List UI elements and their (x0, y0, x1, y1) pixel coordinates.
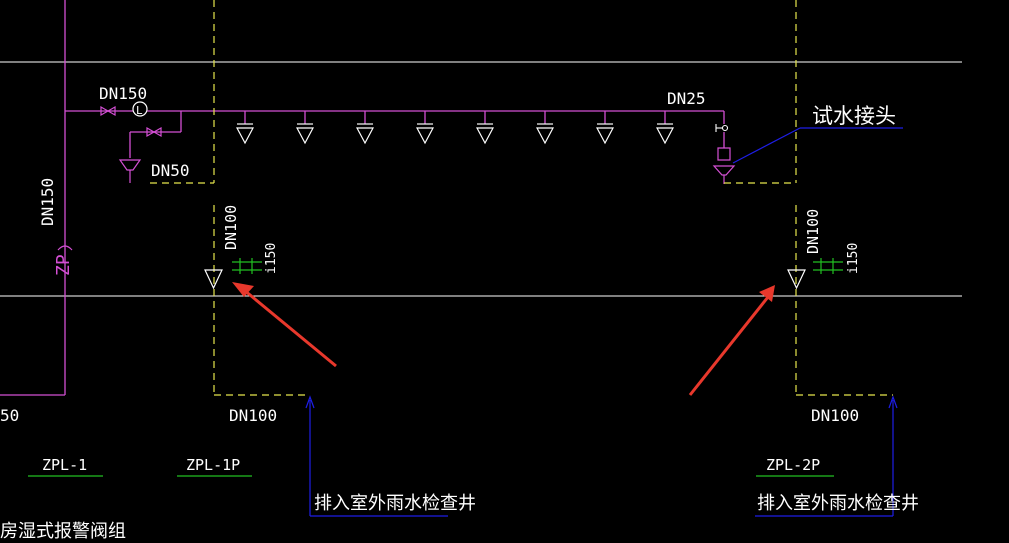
slope-right-label: i150 (846, 242, 861, 274)
drain-left-label: 排入室外雨水检查井 (314, 493, 476, 514)
test-connector-label: 试水接头 (812, 104, 896, 128)
dn100-vertical-left-label: DN100 (222, 204, 240, 250)
sprinkler-head-icon (536, 127, 554, 145)
dn100-vertical-right-label: DN100 (804, 208, 822, 254)
zpl-1p-label: ZPL-1P (186, 456, 241, 474)
sprinkler-head-icon (656, 127, 674, 145)
red-arrow-icon (688, 285, 775, 396)
sprinkler-head-icon (596, 127, 614, 145)
zp-label: ZP (53, 254, 74, 276)
drain-right-label: 排入室外雨水检查井 (757, 493, 919, 514)
dn150-vertical-label: DN150 (38, 177, 57, 226)
sprinkler-head-icon (356, 127, 374, 145)
zpl-1-label: ZPL-1 (42, 456, 88, 474)
dn100-bottom-left-label: DN100 (229, 406, 278, 425)
dn100-bottom-right-label: DN100 (811, 406, 860, 425)
drain-leader-right (755, 395, 898, 517)
sprinkler-head-icon (236, 127, 254, 145)
slope-left-label: i150 (264, 242, 279, 274)
sprinkler-pipe-network (0, 0, 725, 396)
zpl-2p-label: ZPL-2P (766, 456, 821, 474)
slope-marker-icon (232, 258, 843, 274)
sprinkler-head-icon (416, 127, 434, 145)
sprinkler-heads (236, 123, 674, 145)
red-arrow-icon (232, 282, 337, 368)
pipe-end-icon (204, 269, 806, 290)
sprinkler-head-icon (476, 127, 494, 145)
dn50-label: DN50 (151, 161, 190, 180)
svg-text:L: L (136, 104, 143, 117)
test-connector-leader (732, 127, 903, 164)
alarm-valve-group-label: 房湿式报警阀组 (0, 521, 126, 542)
drain-funnel-icon (118, 159, 142, 183)
zp-break-icon (57, 245, 73, 251)
gate-valve-icon (146, 126, 162, 138)
drain-leader-left (305, 395, 448, 517)
dn150-top-label: DN150 (99, 84, 148, 103)
test-connector-funnel-icon (712, 147, 736, 184)
test-valve-icon (715, 124, 729, 132)
sprinkler-head-icon (296, 127, 314, 145)
flow-indicator-l-icon: L (132, 101, 148, 117)
gate-valve-icon (100, 105, 116, 117)
partial-50-label: 50 (0, 406, 20, 425)
dn25-label: DN25 (667, 89, 706, 108)
drain-dashed-lines (150, 0, 893, 396)
